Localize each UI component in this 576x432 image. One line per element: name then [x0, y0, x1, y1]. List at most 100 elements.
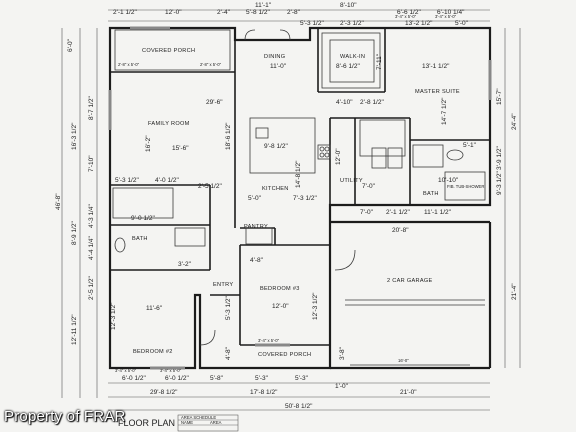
right-dims: 15'-7" 24'-4" 3'-9 1/2" 9'-3 1/2" 21'-4"	[496, 88, 518, 300]
dim-left-1: 6'-0"	[67, 38, 74, 52]
tub-icon	[444, 171, 486, 201]
dim-family-h: 16'-2"	[145, 135, 152, 152]
dim-bottom-4: 5'-3"	[255, 375, 269, 382]
dim-garage-w: 20'-8"	[392, 227, 409, 234]
dim-family-w: 29'-6"	[206, 99, 223, 106]
dim-master-h: 14'-7 1/2"	[441, 97, 448, 125]
label-garage: 2 CAR GARAGE	[387, 278, 433, 284]
dim-bed3-h: 12'-3 1/2"	[312, 292, 319, 320]
dim-top-7: 6'-6 1/2"	[397, 9, 421, 16]
dim-hall-1: 5'-3 1/2"	[115, 177, 139, 184]
dim-kitchen-h: 14'-8 1/2"	[295, 160, 302, 188]
table-heading: AREA SCHEDULE	[181, 415, 216, 420]
label-bath-master: BATH	[423, 191, 439, 197]
dim-top-3: 2'-4"	[217, 9, 231, 16]
dim-left-5: 46'-8"	[55, 193, 62, 210]
label-family-room: FAMILY ROOM	[148, 121, 190, 127]
label-covered-porch-bottom: COVERED PORCH	[258, 352, 311, 358]
dim-bed2-win1: 3'-4" x 5'-0"	[115, 368, 137, 373]
dim-bottom-5: 5'-3"	[295, 375, 309, 382]
label-tub: FIB. TUB-SHOWER	[447, 184, 484, 189]
vanity-icon	[412, 144, 444, 168]
washer-icon	[371, 147, 387, 169]
dim-master-w: 13'-1 1/2"	[422, 63, 450, 70]
dim-right-3: 3'-9 1/2"	[496, 146, 503, 170]
dim-bed3-w: 12'-0"	[272, 303, 289, 310]
dim-porch-bottom: 3'-4" x 5'-0"	[258, 338, 280, 343]
dim-left-7: 4'-3 1/4"	[88, 204, 95, 228]
kitchen-island	[249, 117, 316, 174]
dim-kitchen-top: 4'-10"	[336, 99, 353, 106]
label-covered-porch-top: COVERED PORCH	[142, 48, 195, 54]
entry-door-swing	[199, 329, 216, 346]
dim-bottom2-4: 21'-0"	[400, 389, 417, 396]
dim-bath-left-2: 3'-2"	[178, 261, 192, 268]
dim-top2-5: 5'-0"	[455, 20, 469, 27]
dim-bed2-w: 11'-6"	[146, 305, 163, 312]
table-col-area: AREA	[210, 420, 222, 425]
dim-left-3: 16'-3 1/2"	[71, 122, 78, 150]
garage-door-swing	[334, 249, 356, 271]
dimension-lines	[61, 9, 521, 411]
label-utility: UTILITY	[340, 178, 363, 184]
toilet-left-icon	[114, 237, 126, 253]
dim-overall-width: 50'-8 1/2"	[285, 403, 313, 410]
dim-kitchen-low: 7'-3 1/2"	[293, 195, 317, 202]
label-bedroom-3: BEDROOM #3	[260, 286, 300, 292]
dim-left-10: 12'-11 1/2"	[71, 314, 78, 345]
pantry-shelves	[245, 227, 273, 245]
dim-left-8: 4'-4 1/4"	[88, 236, 95, 260]
dim-top2-1: 11'-1"	[255, 2, 272, 9]
label-bath-left: BATH	[132, 236, 148, 242]
dim-bottom-2: 6'-0 1/2"	[165, 375, 189, 382]
dim-bed2-h: 12'-3 1/2"	[110, 302, 117, 330]
label-bedroom-2: BEDROOM #2	[133, 349, 173, 355]
dim-kitchen-island: 9'-8 1/2"	[264, 143, 288, 150]
dim-garage-hall3: 11'-1 1/2"	[424, 209, 452, 216]
dim-entry-h: 5'-3 1/2"	[225, 296, 232, 320]
interior-dims: 11'-0" 8'-6 1/2" 7'-11" 13'-1 1/2" 14'-7…	[110, 14, 484, 373]
dim-bottom2-2: 17'-8 1/2"	[250, 389, 278, 396]
dim-right-4: 9'-3 1/2"	[496, 171, 503, 195]
dim-pantry-w: 5'-0"	[248, 195, 262, 202]
dim-top2-2: 5'-3 1/2"	[300, 20, 324, 27]
dim-bath-w: 10'-10"	[438, 177, 459, 184]
dim-bottom-1: 6'-0 1/2"	[122, 375, 146, 382]
dim-bottom2-1: 29'-8 1/2"	[150, 389, 178, 396]
dim-top2-3: 2'-3 1/2"	[340, 20, 364, 27]
window-marks	[108, 26, 492, 370]
dim-garage-hall2: 2'-1 1/2"	[386, 209, 410, 216]
dim-bath-left-w: 9'-0 1/2"	[131, 215, 155, 222]
interior-walls	[109, 28, 490, 368]
dim-top-5: 2'-8"	[287, 9, 301, 16]
label-walk-in: WALK-IN	[340, 54, 365, 60]
dim-top-4: 5'-8 1/2"	[246, 9, 270, 16]
label-kitchen: KITCHEN	[262, 186, 289, 192]
dim-top-6: 8'-10"	[340, 2, 357, 9]
plan-title: FLOOR PLAN	[118, 418, 175, 428]
label-pantry: PANTRY	[244, 224, 268, 230]
kitchen-sink-icon	[255, 127, 269, 139]
watermark: Property of FRAR	[4, 408, 126, 425]
label-master-suite: MASTER SUITE	[415, 89, 460, 95]
dim-kitchen-top2: 2'-8 1/2"	[360, 99, 384, 106]
dim-utility-h: 12'-0"	[335, 148, 342, 165]
dim-left-6: 8'-9 1/2"	[71, 221, 78, 245]
dim-top2-4: 13'-2 1/2"	[405, 20, 433, 27]
left-dims: 6'-0" 8'-7 1/2" 16'-3 1/2" 7'-10" 46'-8"…	[55, 38, 95, 345]
dim-bed2-win2: 3'-4" x 5'-0"	[160, 368, 182, 373]
table-col-name: NAME	[181, 420, 193, 425]
dim-top-win2: 3'-4" x 5'-0"	[435, 14, 457, 19]
fixtures	[112, 29, 486, 366]
dim-hall-3: 2'-5 1/2"	[198, 183, 222, 190]
label-dining: DINING	[264, 54, 285, 60]
dim-bottom-3: 5'-8"	[210, 375, 224, 382]
dryer-icon	[387, 147, 403, 169]
dim-porch-top-right: 2'-8" x 5'-0"	[200, 62, 222, 67]
range-icon	[317, 144, 331, 160]
dim-porch-h2: 4'-8"	[225, 346, 232, 360]
dim-right-1: 15'-7"	[496, 88, 503, 105]
